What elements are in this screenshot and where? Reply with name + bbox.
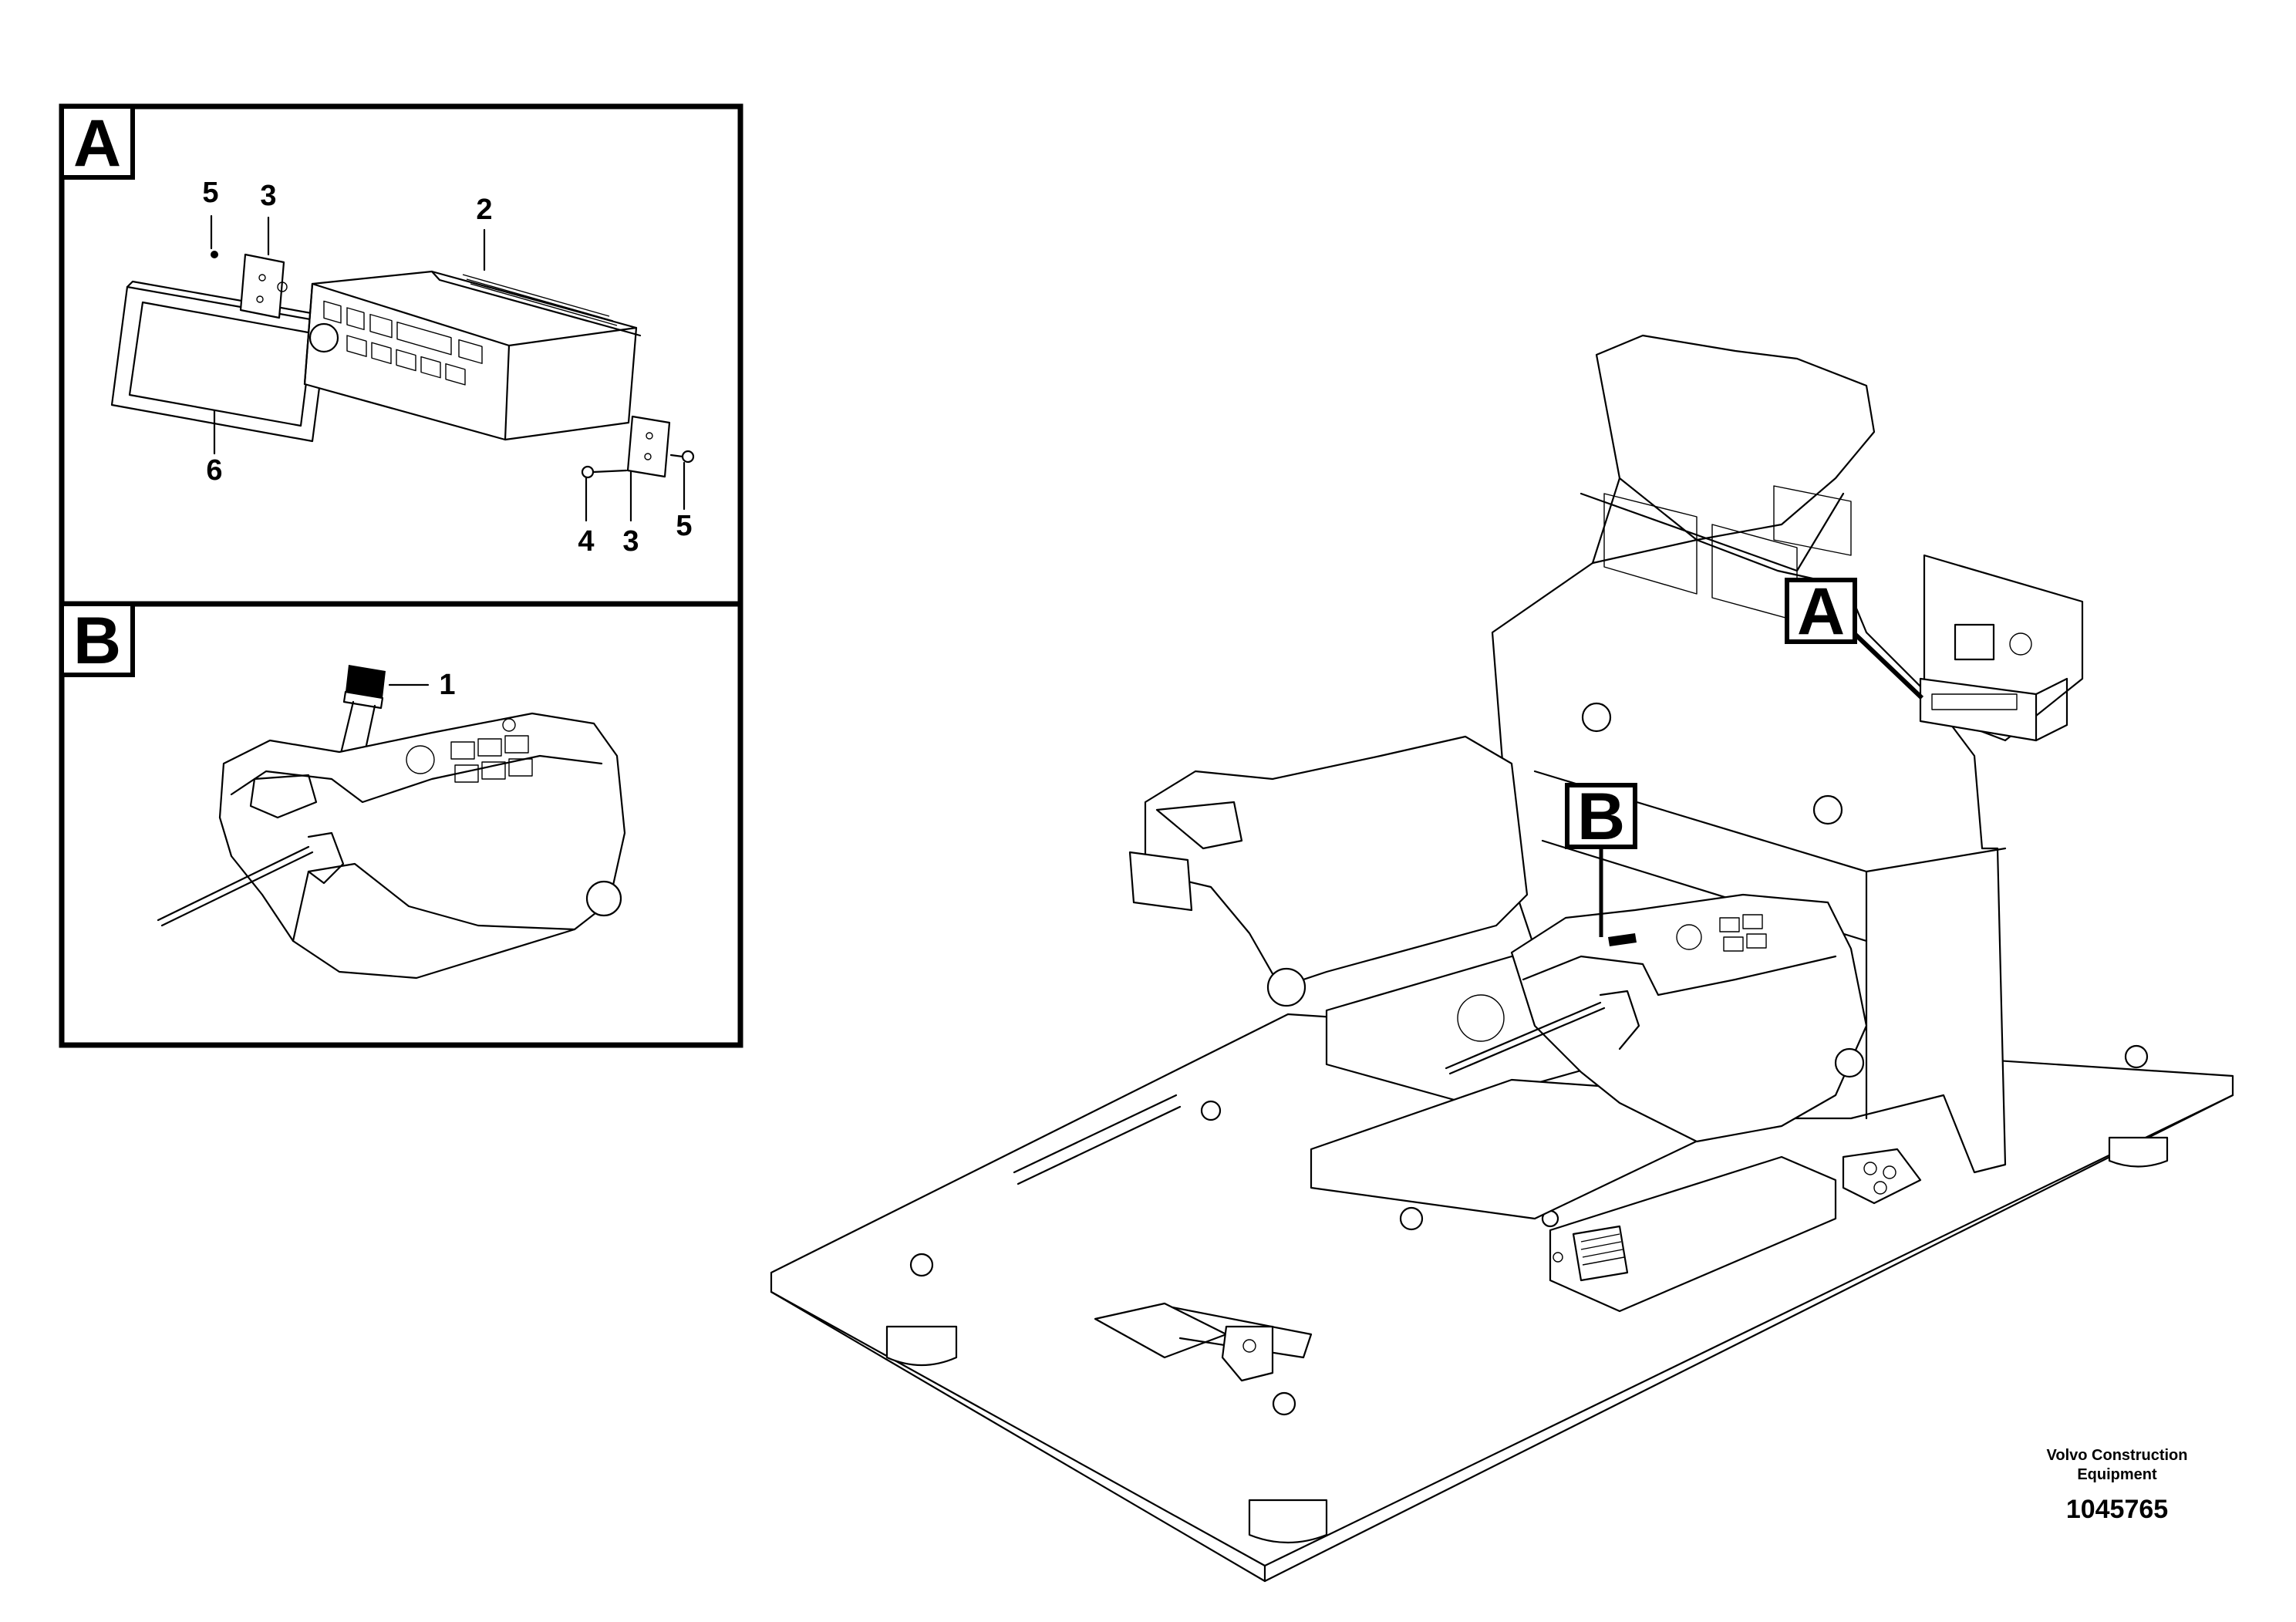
mounting-bracket-left	[239, 253, 288, 319]
maker-line-1: Volvo Construction	[2047, 1447, 2188, 1464]
right-console-buttons	[1608, 914, 1767, 952]
right-control-lever	[1445, 1001, 1602, 1070]
callout-4: 4	[578, 525, 594, 558]
detail-a-leaders	[210, 214, 686, 522]
radio-unit	[303, 270, 642, 441]
callout-3-bottom: 3	[622, 525, 639, 558]
mounting-bracket-right	[626, 415, 671, 478]
left-console	[1128, 735, 1529, 1007]
heat-sink-fins	[462, 274, 618, 326]
installed-radio	[1919, 677, 2068, 742]
callout-5-bottom: 5	[676, 510, 692, 542]
detail-b-letter: B	[73, 604, 121, 678]
callout-5-top: 5	[202, 177, 218, 209]
screw-icons	[211, 251, 695, 479]
detail-b-panel: B 1	[59, 601, 743, 1048]
callout-3-top: 3	[260, 180, 276, 212]
marker-a-box	[1785, 578, 1857, 644]
main-assembly: A	[770, 334, 2234, 1583]
marker-b-box	[1565, 783, 1637, 849]
control-console	[157, 712, 626, 980]
console-knob	[585, 880, 622, 917]
callout-6: 6	[206, 454, 222, 487]
detail-a-letter-box	[59, 104, 135, 180]
volume-knob	[308, 322, 339, 353]
detail-a-panel: A	[59, 103, 743, 607]
detail-a-letter: A	[73, 106, 121, 180]
control-lever	[157, 845, 310, 922]
mounting-feet	[885, 1136, 2169, 1544]
maker-line-2: Equipment	[2077, 1466, 2157, 1483]
plate-bolts	[909, 1044, 2149, 1416]
marker-b-label: B	[1577, 780, 1625, 854]
marker-a-label: A	[1797, 575, 1845, 649]
floor-plate	[770, 1013, 2234, 1583]
console-buttons	[406, 718, 533, 783]
title-block: Volvo Construction Equipment 1045765	[2047, 1447, 2188, 1524]
marker-a-arrow	[1853, 632, 1924, 700]
rotary-cluster	[1842, 1148, 1922, 1205]
callout-1: 1	[439, 669, 455, 701]
step-bracket	[1094, 1302, 1313, 1382]
right-console	[1445, 893, 1868, 1143]
radio-buttons	[323, 300, 483, 386]
drawing-number: 1045765	[2066, 1495, 2168, 1524]
grille-box	[1549, 1155, 1837, 1313]
detail-b-letter-box	[59, 602, 135, 677]
callout-2: 2	[476, 194, 492, 226]
